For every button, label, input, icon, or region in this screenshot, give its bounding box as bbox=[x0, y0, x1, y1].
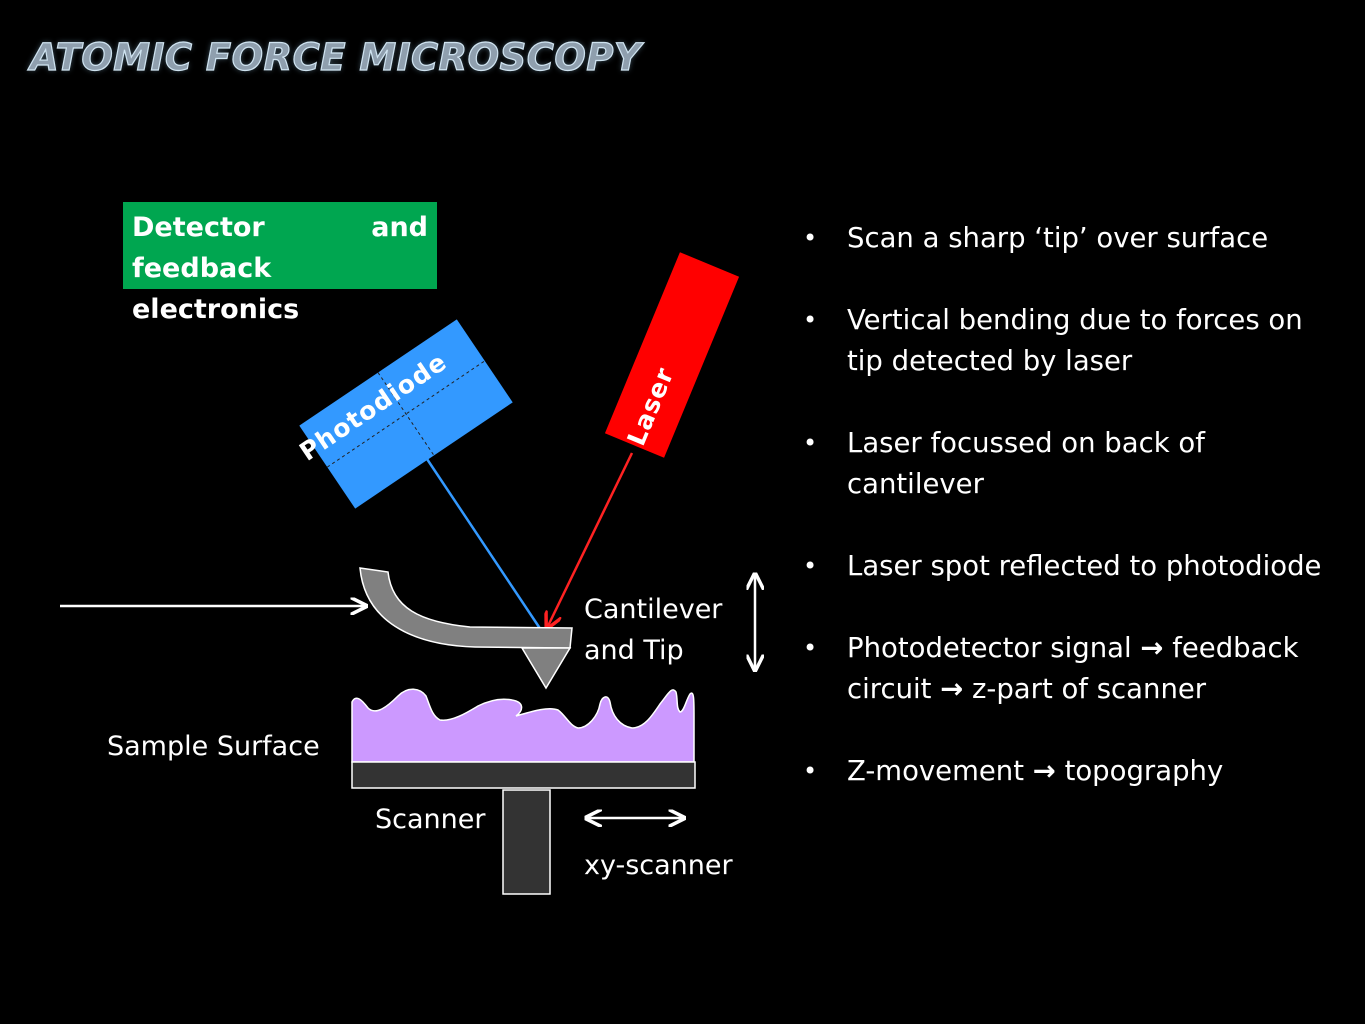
bullet-item: Z-movement → topography bbox=[800, 751, 1340, 792]
bullet-item: Photodetector signal → feedback circuit … bbox=[800, 628, 1340, 710]
bullet-item: Laser focussed on back of cantilever bbox=[800, 423, 1340, 505]
sample-surface-label: Sample Surface bbox=[107, 731, 320, 762]
cantilever-label-line2: and Tip bbox=[584, 635, 684, 666]
laser-rect bbox=[604, 252, 740, 458]
photodiode-block bbox=[299, 319, 513, 509]
laser-block bbox=[604, 252, 740, 458]
bullet-text: Z-movement bbox=[847, 755, 1025, 787]
reflected-beam bbox=[419, 449, 543, 631]
scanner-plate bbox=[351, 761, 696, 789]
bullet-text: Photodetector signal bbox=[847, 632, 1132, 664]
right-arrow-icon: → bbox=[940, 673, 964, 705]
slide-title: ATOMIC FORCE MICROSCOPY bbox=[29, 35, 642, 79]
bullet-item: Scan a sharp ‘tip’ over surface bbox=[800, 218, 1340, 259]
scanner-post bbox=[502, 789, 551, 895]
photodiode-divider-h bbox=[326, 360, 486, 468]
cantilever bbox=[359, 567, 573, 649]
bullet-list: Scan a sharp ‘tip’ over surface Vertical… bbox=[800, 218, 1340, 833]
right-arrow-icon: → bbox=[1032, 755, 1056, 787]
detector-label-line2: feedback electronics bbox=[132, 253, 300, 325]
detector-feedback-box: Detector and feedback electronics bbox=[123, 202, 437, 325]
incident-laser-beam bbox=[547, 452, 634, 628]
cantilever-label-line1: Cantilever bbox=[584, 594, 723, 625]
detector-label-right: and bbox=[371, 212, 428, 243]
xy-scanner-label: xy-scanner bbox=[584, 850, 733, 881]
tip bbox=[520, 647, 572, 690]
cantilever-label: Cantilever and Tip bbox=[584, 589, 722, 671]
bullet-text: feedback circuit bbox=[847, 632, 1299, 705]
sample-surface bbox=[351, 688, 695, 763]
photodiode-divider-v bbox=[377, 372, 435, 456]
right-arrow-icon: → bbox=[1140, 632, 1164, 664]
bullet-text: z-part of scanner bbox=[971, 673, 1207, 705]
bullet-item: Vertical bending due to forces on tip de… bbox=[800, 300, 1340, 382]
bullet-text: topography bbox=[1064, 755, 1224, 787]
scanner-label: Scanner bbox=[375, 804, 486, 835]
bullet-item: Laser spot reflected to photodiode bbox=[800, 546, 1340, 587]
detector-label-left: Detector bbox=[132, 212, 265, 243]
